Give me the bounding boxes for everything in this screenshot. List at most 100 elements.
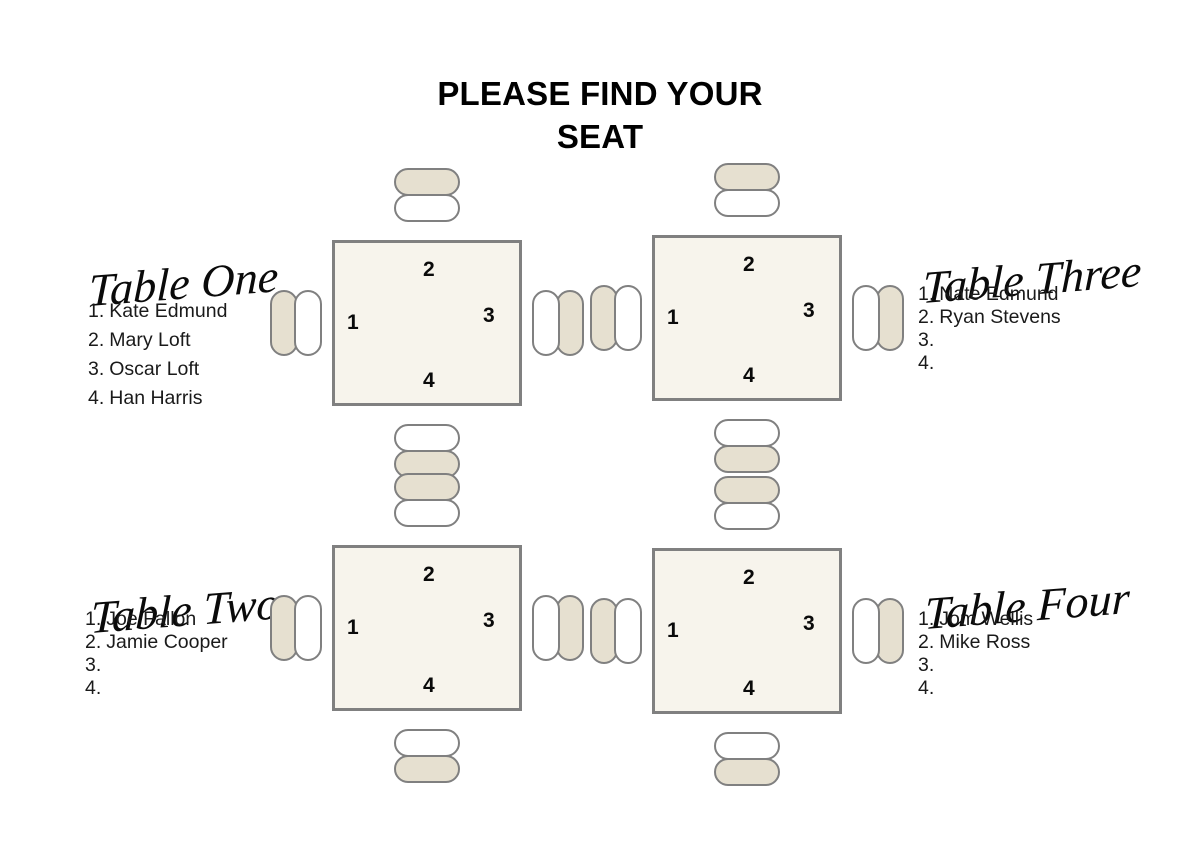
chair-seat	[532, 595, 560, 661]
table-surface: 1 2 3 4	[332, 240, 522, 406]
guest-name: Han Harris	[109, 387, 203, 409]
chair-back	[270, 290, 298, 356]
seat-number-2: 2	[423, 258, 435, 281]
list-item: 4.	[85, 677, 228, 700]
chair-seat-1[interactable]	[270, 595, 322, 661]
list-item: 1.Kate Edmund	[88, 297, 227, 326]
chair-back	[556, 290, 584, 356]
seat-number-1: 1	[667, 306, 679, 329]
guest-index: 2.	[85, 631, 102, 653]
list-item: 2.Ryan Stevens	[918, 306, 1061, 329]
list-item: 4.	[918, 677, 1033, 700]
chair-back	[590, 285, 618, 351]
chair-seat-4[interactable]	[394, 424, 460, 478]
chair-seat-2[interactable]	[714, 476, 780, 530]
guest-index: 1.	[88, 300, 105, 322]
chair-back	[876, 285, 904, 351]
seat-number-4: 4	[743, 364, 755, 387]
chair-seat	[714, 189, 780, 217]
chair-seat-1[interactable]	[590, 285, 642, 351]
guest-name: Jom Wellis	[939, 608, 1034, 630]
guest-index: 4.	[88, 387, 105, 409]
chair-seat	[614, 598, 642, 664]
chair-back	[714, 476, 780, 504]
chair-seat	[614, 285, 642, 351]
chair-seat-3[interactable]	[852, 598, 904, 664]
guest-index: 3.	[918, 654, 935, 676]
chair-seat-3[interactable]	[532, 290, 584, 356]
chair-seat-4[interactable]	[714, 732, 780, 786]
chair-back	[714, 445, 780, 473]
chair-seat-2[interactable]	[714, 163, 780, 217]
chair-seat	[294, 595, 322, 661]
chair-seat	[852, 598, 880, 664]
list-item: 2.Mike Ross	[918, 631, 1033, 654]
seat-number-2: 2	[423, 563, 435, 586]
guest-list-table-one: 1.Kate Edmund 2.Mary Loft 3.Oscar Loft 4…	[88, 297, 227, 413]
chair-back	[714, 758, 780, 786]
guest-index: 2.	[918, 306, 935, 328]
list-item: 3.	[918, 654, 1033, 677]
guest-index: 3.	[85, 654, 102, 676]
seat-number-1: 1	[667, 619, 679, 642]
chair-seat	[394, 729, 460, 757]
list-item: 1.Jom Wellis	[918, 608, 1033, 631]
seat-number-3: 3	[483, 304, 495, 327]
seat-number-4: 4	[743, 677, 755, 700]
chair-seat-2[interactable]	[394, 168, 460, 222]
chair-back	[394, 755, 460, 783]
table-diagram-table-one[interactable]: 1 2 3 4	[270, 168, 584, 478]
guest-name: Mike Ross	[939, 631, 1031, 653]
table-diagram-table-three[interactable]: 1 2 3 4	[590, 163, 904, 473]
guest-index: 4.	[918, 677, 935, 699]
chair-back	[556, 595, 584, 661]
chair-seat-1[interactable]	[590, 598, 642, 664]
chair-seat-3[interactable]	[852, 285, 904, 351]
guest-name: Mary Loft	[109, 329, 191, 351]
chair-seat	[394, 424, 460, 452]
chair-seat-2[interactable]	[394, 473, 460, 527]
chair-seat	[532, 290, 560, 356]
guest-index: 4.	[85, 677, 102, 699]
guest-index: 4.	[918, 352, 935, 374]
list-item: 4.	[918, 352, 1061, 375]
chair-seat-1[interactable]	[270, 290, 322, 356]
chair-back	[876, 598, 904, 664]
table-surface: 1 2 3 4	[652, 548, 842, 714]
guest-index: 1.	[918, 283, 935, 305]
chair-seat	[852, 285, 880, 351]
list-item: 1.Joe Fallon	[85, 608, 228, 631]
chair-back	[394, 473, 460, 501]
chair-seat	[714, 502, 780, 530]
seat-number-1: 1	[347, 311, 359, 334]
list-item: 3.Oscar Loft	[88, 355, 227, 384]
table-diagram-table-two[interactable]: 1 2 3 4	[270, 473, 584, 783]
guest-index: 1.	[85, 608, 102, 630]
seat-number-2: 2	[743, 253, 755, 276]
seat-number-3: 3	[803, 612, 815, 635]
chair-back	[394, 168, 460, 196]
list-item: 2.Jamie Cooper	[85, 631, 228, 654]
seat-number-3: 3	[803, 299, 815, 322]
guest-list-table-four: 1.Jom Wellis 2.Mike Ross 3. 4.	[918, 608, 1033, 700]
chair-seat	[294, 290, 322, 356]
list-item: 3.	[918, 329, 1061, 352]
table-surface: 1 2 3 4	[652, 235, 842, 401]
chair-seat-3[interactable]	[532, 595, 584, 661]
table-surface: 1 2 3 4	[332, 545, 522, 711]
guest-name: Ryan Stevens	[939, 306, 1061, 328]
guest-list-table-three: 1.Nate Edmund 2.Ryan Stevens 3. 4.	[918, 283, 1061, 375]
chair-back	[714, 163, 780, 191]
chair-seat	[714, 732, 780, 760]
guest-index: 3.	[918, 329, 935, 351]
page-title: PLEASE FIND YOUR SEAT	[437, 75, 763, 155]
chair-seat-4[interactable]	[714, 419, 780, 473]
table-diagram-table-four[interactable]: 1 2 3 4	[590, 476, 904, 786]
seat-number-3: 3	[483, 609, 495, 632]
guest-index: 3.	[88, 358, 105, 380]
chair-back	[590, 598, 618, 664]
guest-index: 2.	[918, 631, 935, 653]
chair-seat-4[interactable]	[394, 729, 460, 783]
list-item: 1.Nate Edmund	[918, 283, 1061, 306]
